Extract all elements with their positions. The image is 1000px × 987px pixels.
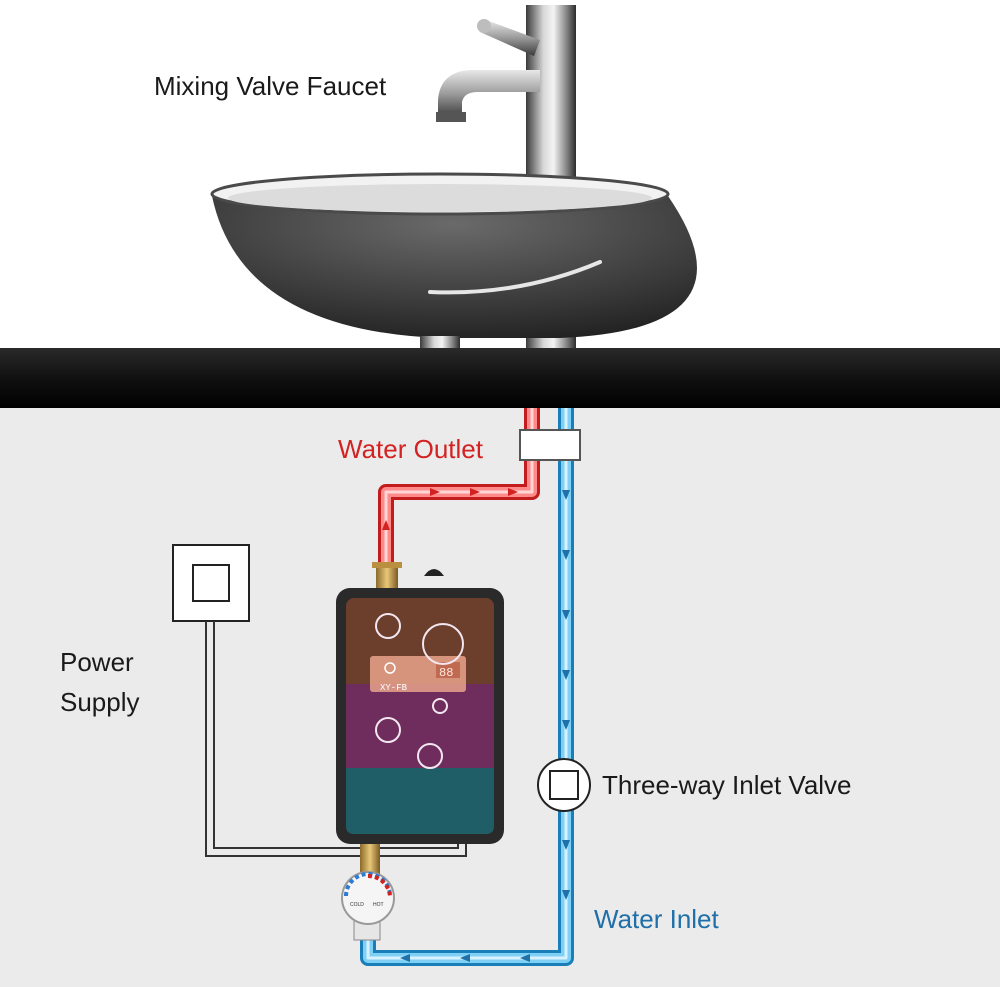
power-supply-label-line1: Power [60, 647, 134, 677]
water-inlet-label: Water Inlet [594, 904, 719, 934]
water-outlet-label: Water Outlet [338, 434, 483, 464]
knob-cold-label: COLD [350, 902, 364, 908]
temperature-knob [341, 871, 395, 925]
three-way-valve-label: Three-way Inlet Valve [602, 770, 852, 800]
countertop [0, 348, 1000, 408]
outlet-connector [519, 429, 581, 461]
faucet-label: Mixing Valve Faucet [154, 71, 387, 101]
heater-model-text: XY-FB [380, 683, 408, 693]
power-supply-switch [172, 544, 250, 622]
power-supply-label: Power Supply [60, 642, 140, 722]
three-way-valve-symbol [537, 758, 591, 812]
knob-hot-label: HOT [373, 902, 384, 908]
water-heater-unit [336, 562, 504, 844]
sink-bowl [210, 172, 697, 350]
power-supply-label-line2: Supply [60, 687, 140, 717]
heater-display-digits: 88 [439, 666, 453, 680]
